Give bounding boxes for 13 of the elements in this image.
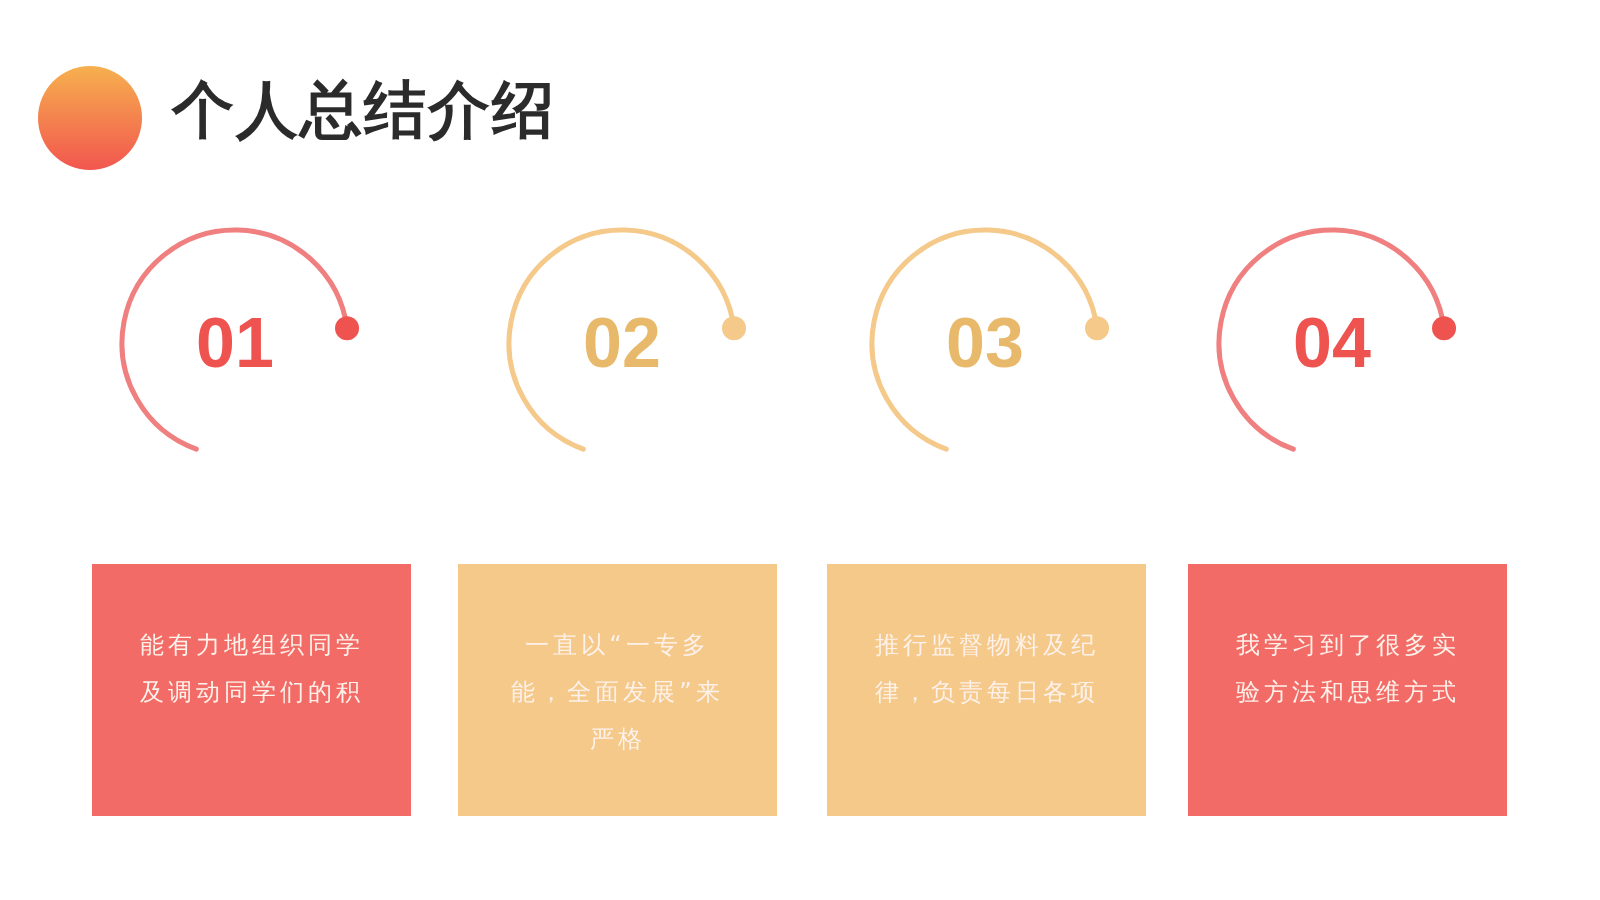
card-text: 我学习到了很多实验方法和思维方式 (1234, 630, 1461, 708)
card-text: 能有力地组织同学及调动同学们的积 (138, 630, 365, 708)
card-text: 推行监督物料及纪律，负责每日各项 (873, 630, 1100, 708)
step-number: 03 (946, 303, 1024, 383)
slide-title: 个人总结介绍 (172, 72, 556, 148)
text-card (458, 564, 777, 816)
text-card (1188, 564, 1507, 816)
text-card (92, 564, 411, 816)
text-card (827, 564, 1146, 816)
step-number: 04 (1293, 303, 1371, 383)
card-text: 一直以“一专多能，全面发展”来严格 (510, 630, 725, 755)
step-number: 01 (196, 303, 274, 383)
step-number: 02 (583, 303, 661, 383)
